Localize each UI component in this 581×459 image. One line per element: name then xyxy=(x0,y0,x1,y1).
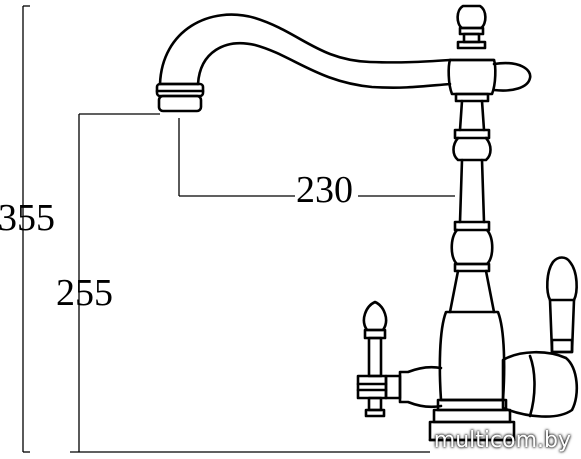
aerator xyxy=(155,82,205,113)
spout xyxy=(158,13,452,89)
dimension-spout-reach xyxy=(178,118,455,197)
dimension-spout-height xyxy=(70,113,430,453)
top-finial xyxy=(456,4,487,50)
lower-column xyxy=(448,220,496,314)
faucet-outline xyxy=(155,4,579,442)
right-valve-handle xyxy=(501,256,579,418)
upper-column xyxy=(452,99,492,224)
central-body xyxy=(447,58,532,103)
base-body xyxy=(428,310,516,442)
total-height-label: 355 xyxy=(0,197,55,239)
spout-reach-label: 230 xyxy=(296,169,353,211)
spout-height-label: 255 xyxy=(56,272,113,314)
watermark: multicom.by xyxy=(433,428,571,453)
left-valve-handle xyxy=(356,300,443,418)
dimension-total-height xyxy=(22,5,30,453)
